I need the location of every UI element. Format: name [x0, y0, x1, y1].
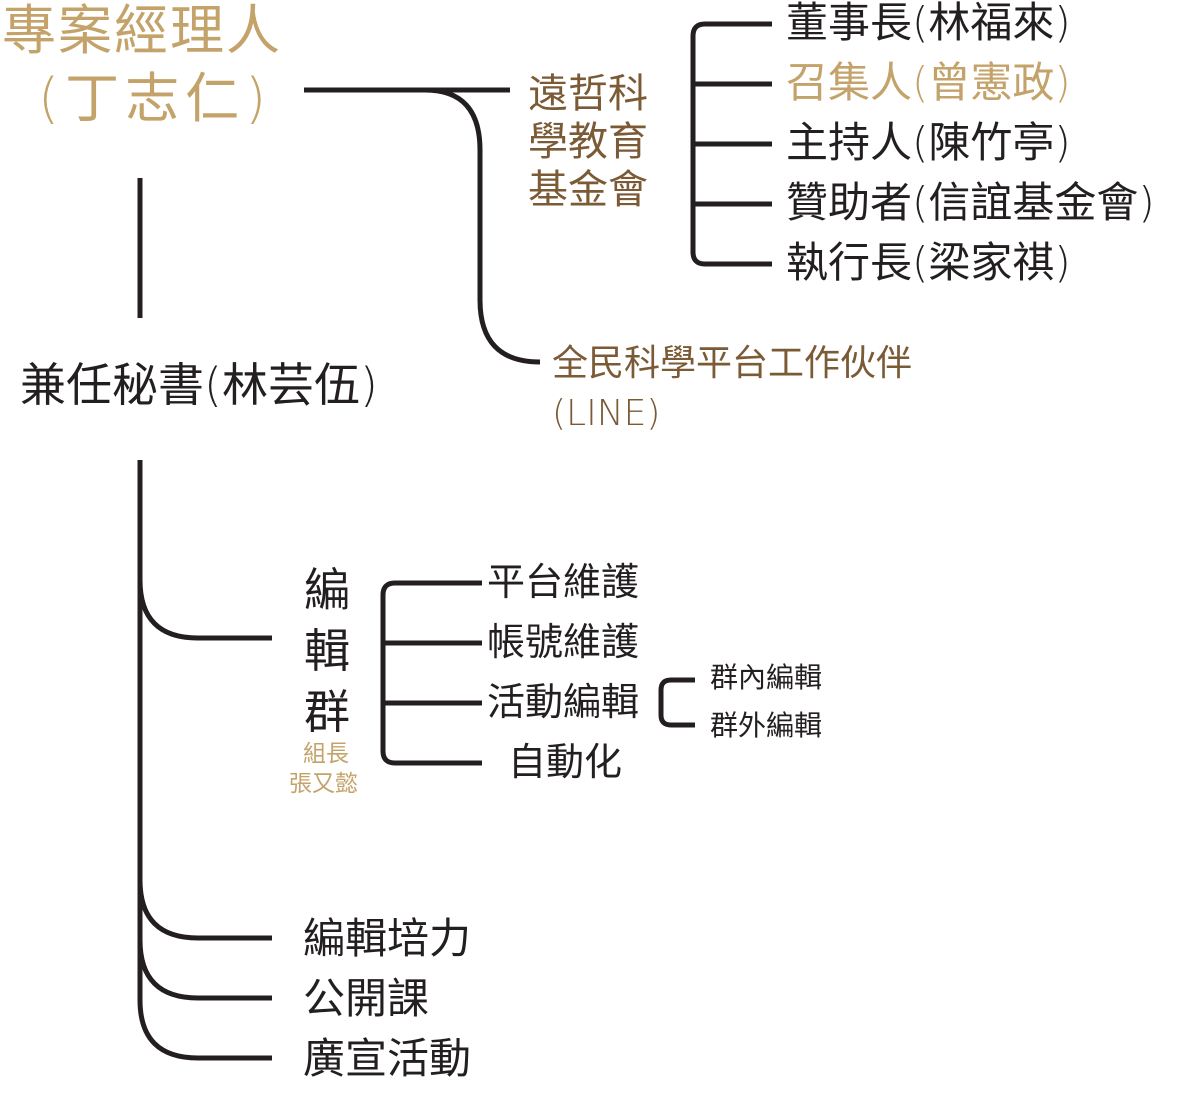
secretary-trunk [137, 460, 272, 1061]
leader-title: 組長 [303, 741, 349, 767]
editors-char: 編 [304, 563, 350, 617]
foundation-bracket [690, 21, 772, 267]
role-chairman: 董事長(林福來) [786, 0, 1071, 47]
manager-title: 專案經理人 [2, 0, 282, 62]
task-account: 帳號維護 [487, 620, 640, 664]
role-convener: 召集人(曾憲政) [786, 58, 1071, 107]
foundation-line: 學教育 [528, 119, 648, 165]
task-automation: 自動化 [508, 740, 623, 784]
editors-char: 群 [304, 685, 350, 739]
manager-connector [304, 87, 541, 365]
role-host: 主持人(陳竹亭) [786, 118, 1071, 167]
branch-training: 編輯培力 [303, 914, 472, 963]
task-platform: 平台維護 [487, 560, 640, 604]
editors-char: 輯 [304, 624, 350, 678]
editors-group-label: 編 輯 群 [304, 560, 350, 743]
subtask-external: 群外編輯 [710, 709, 823, 742]
editors-bracket [380, 580, 482, 766]
branch-open-course: 公開課 [303, 974, 430, 1023]
branch-promotion: 廣宣活動 [303, 1034, 472, 1083]
role-ceo: 執行長(梁家祺) [786, 238, 1071, 287]
role-sponsor: 贊助者(信誼基金會) [786, 178, 1155, 227]
manager-name: (丁志仁) [38, 67, 273, 130]
secretary-label: 兼任秘書(林芸伍) [20, 358, 378, 412]
foundation-line: 基金會 [528, 167, 648, 213]
partners-label: 全民科學平台工作伙伴 [552, 343, 913, 384]
leader-name: 張又懿 [289, 771, 358, 797]
subtask-internal: 群內編輯 [710, 661, 823, 694]
foundation-label: 遠哲科 學教育 基金會 [528, 70, 648, 214]
activity-bracket [658, 677, 695, 728]
task-activity: 活動編輯 [487, 680, 640, 724]
partners-line-label: (LINE) [552, 393, 661, 434]
foundation-line: 遠哲科 [528, 71, 648, 117]
